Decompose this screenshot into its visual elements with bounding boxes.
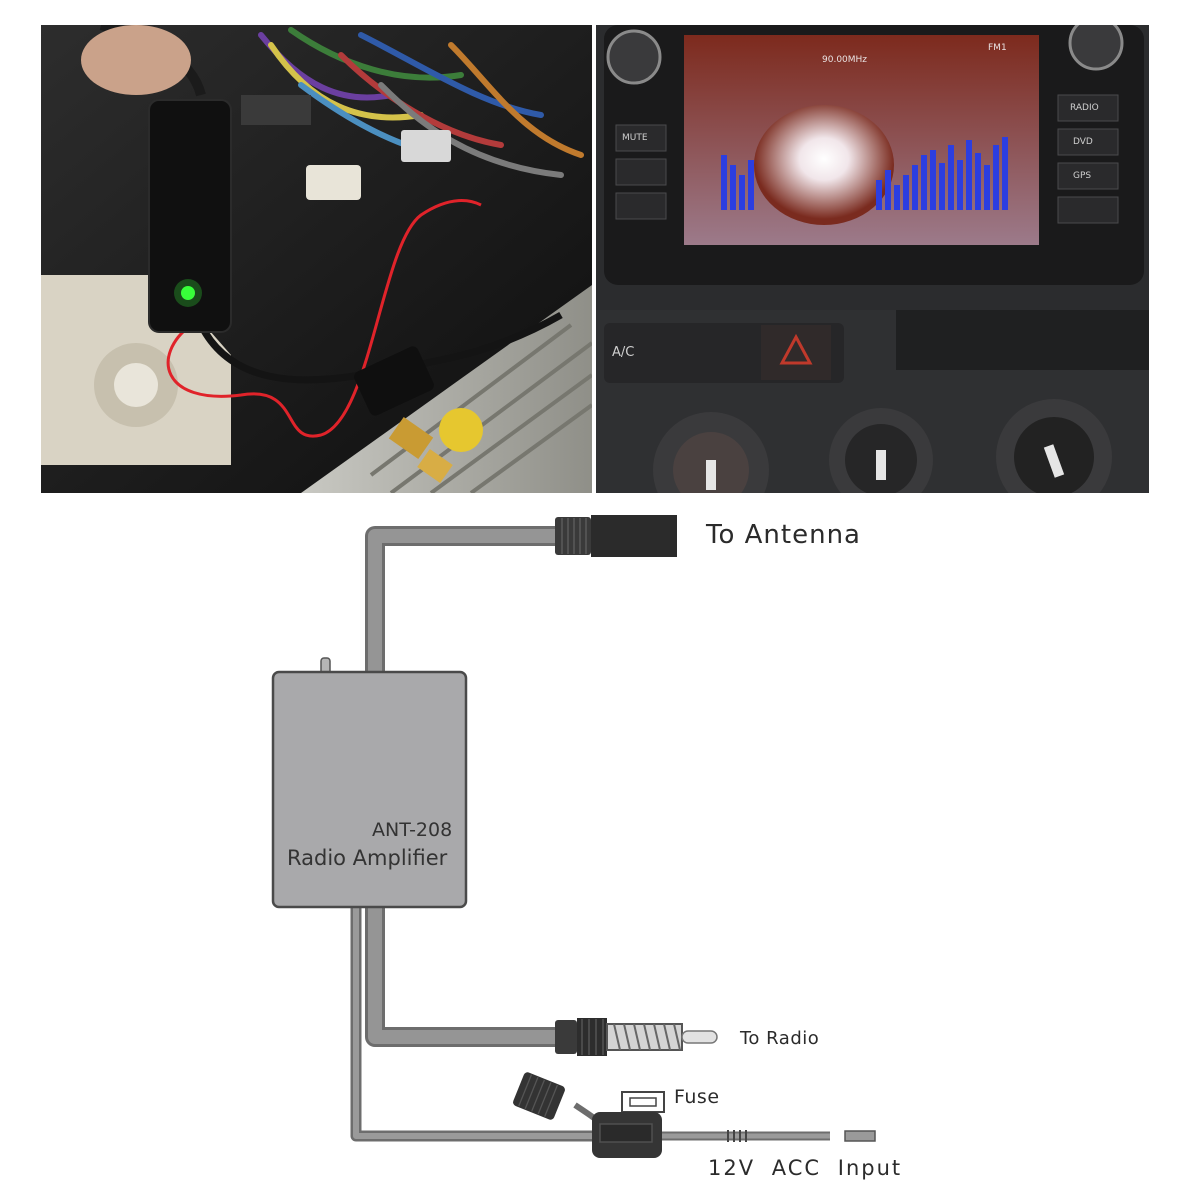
to-antenna-label: To Antenna [706, 520, 861, 550]
mute-button: MUTE [622, 133, 648, 143]
screen-frequency: 90.00MHz [822, 55, 868, 65]
wiring-illustration [41, 25, 592, 493]
amplifier-model: ANT-208 [372, 819, 453, 841]
fuse-label: Fuse [674, 1086, 720, 1108]
dashboard-photo: 90.00MHz FM1 MUTE RADIO DVD GPS A/C [596, 25, 1149, 493]
to-radio-label: To Radio [740, 1028, 820, 1049]
power-input-label: 12V ACC Input [708, 1156, 903, 1180]
antenna-connector [591, 515, 677, 557]
led-indicator [181, 286, 195, 300]
amplifier-box [271, 670, 468, 909]
amplifier-name: Radio Amplifier [287, 846, 448, 870]
installation-photo [41, 25, 592, 493]
dvd-button: DVD [1073, 137, 1093, 147]
ac-label: A/C [612, 345, 635, 360]
wiring-diagram [271, 515, 876, 1158]
dashboard-illustration [596, 25, 1149, 493]
radio-button: RADIO [1070, 103, 1099, 113]
screen-band: FM1 [988, 43, 1007, 53]
gps-button: GPS [1073, 171, 1092, 181]
